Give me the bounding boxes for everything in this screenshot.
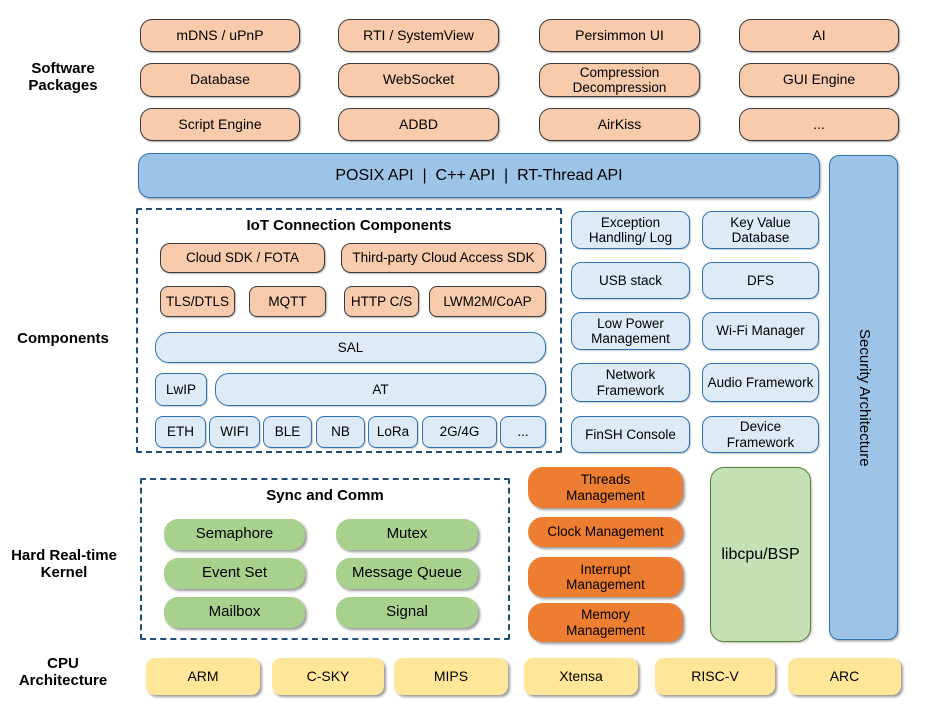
iot-cloud-box: Cloud SDK / FOTA	[160, 243, 325, 273]
iot-group-title: IoT Connection Components	[246, 216, 452, 234]
security-architecture-bar: Security Architecture	[829, 155, 898, 640]
iot-connection-components-group	[136, 208, 562, 453]
at-bar: AT	[215, 373, 546, 406]
software-package-box: Database	[140, 63, 300, 97]
section-label-cpu: CPU Architecture	[18, 655, 108, 689]
software-package-box: Persimmon UI	[539, 19, 700, 52]
link-layer-box: WIFI	[209, 416, 260, 448]
section-label-components: Components	[17, 329, 109, 347]
iot-cloud-box: Third-party Cloud Access SDK	[341, 243, 546, 273]
component-service-box: Audio Framework	[702, 363, 819, 402]
sync-and-comm-title: Sync and Comm	[266, 486, 384, 504]
link-layer-box: ...	[500, 416, 546, 448]
software-package-box: Compression Decompression	[539, 63, 700, 97]
software-package-box: Script Engine	[140, 108, 300, 141]
link-layer-box: NB	[316, 416, 365, 448]
iot-protocol-box: HTTP C/S	[344, 286, 419, 317]
sync-and-comm-group	[140, 478, 510, 640]
component-service-box: USB stack	[571, 262, 690, 299]
iot-protocol-box: LWM2M/CoAP	[429, 286, 546, 317]
component-service-box: Low Power Management	[571, 312, 690, 350]
component-service-box: Key Value Database	[702, 211, 819, 249]
iot-protocol-box: TLS/DTLS	[160, 286, 235, 317]
component-service-box: Network Framework	[571, 363, 690, 402]
api-bar: POSIX API | C++ API | RT-Thread API	[138, 153, 820, 198]
sync-pill: Mutex	[336, 519, 478, 550]
sync-pill: Message Queue	[336, 558, 478, 589]
software-package-box: ...	[739, 108, 899, 141]
cpu-arch-box: C-SKY	[272, 658, 384, 695]
component-service-box: Exception Handling/ Log	[571, 211, 690, 249]
software-package-box: WebSocket	[338, 63, 499, 97]
software-package-box: AI	[739, 19, 899, 52]
link-layer-box: 2G/4G	[422, 416, 497, 448]
link-layer-box: BLE	[263, 416, 312, 448]
component-service-box: Device Framework	[702, 416, 819, 453]
component-service-box: DFS	[702, 262, 819, 299]
cpu-arch-box: MIPS	[394, 658, 508, 695]
kernel-mgmt-pill: Interrupt Management	[528, 557, 683, 597]
cpu-arch-box: Xtensa	[524, 658, 638, 695]
section-label-kernel: Hard Real-time Kernel	[11, 547, 117, 581]
software-package-box: AirKiss	[539, 108, 700, 141]
component-service-box: FinSH Console	[571, 416, 690, 453]
link-layer-box: LoRa	[368, 416, 418, 448]
sal-bar: SAL	[155, 332, 546, 363]
libcpu-bsp-box: libcpu/BSP	[710, 467, 811, 642]
kernel-mgmt-pill: Threads Management	[528, 467, 683, 508]
lwip-box: LwIP	[155, 373, 207, 406]
software-package-box: RTI / SystemView	[338, 19, 499, 52]
sync-pill: Signal	[336, 597, 478, 628]
sync-pill: Event Set	[164, 558, 305, 589]
iot-protocol-box: MQTT	[249, 286, 326, 317]
cpu-arch-box: ARM	[146, 658, 260, 695]
sync-pill: Semaphore	[164, 519, 305, 550]
security-architecture-label: Security Architecture	[855, 328, 873, 467]
sync-pill: Mailbox	[164, 597, 305, 628]
kernel-mgmt-pill: Memory Management	[528, 603, 683, 642]
software-package-box: GUI Engine	[739, 63, 899, 97]
cpu-arch-box: RISC-V	[655, 658, 775, 695]
link-layer-box: ETH	[155, 416, 206, 448]
kernel-mgmt-pill: Clock Management	[528, 517, 683, 547]
software-package-box: ADBD	[338, 108, 499, 141]
component-service-box: Wi-Fi Manager	[702, 312, 819, 350]
software-package-box: mDNS / uPnP	[140, 19, 300, 52]
cpu-arch-box: ARC	[788, 658, 901, 695]
section-label-software-packages: Software Packages	[28, 60, 98, 94]
